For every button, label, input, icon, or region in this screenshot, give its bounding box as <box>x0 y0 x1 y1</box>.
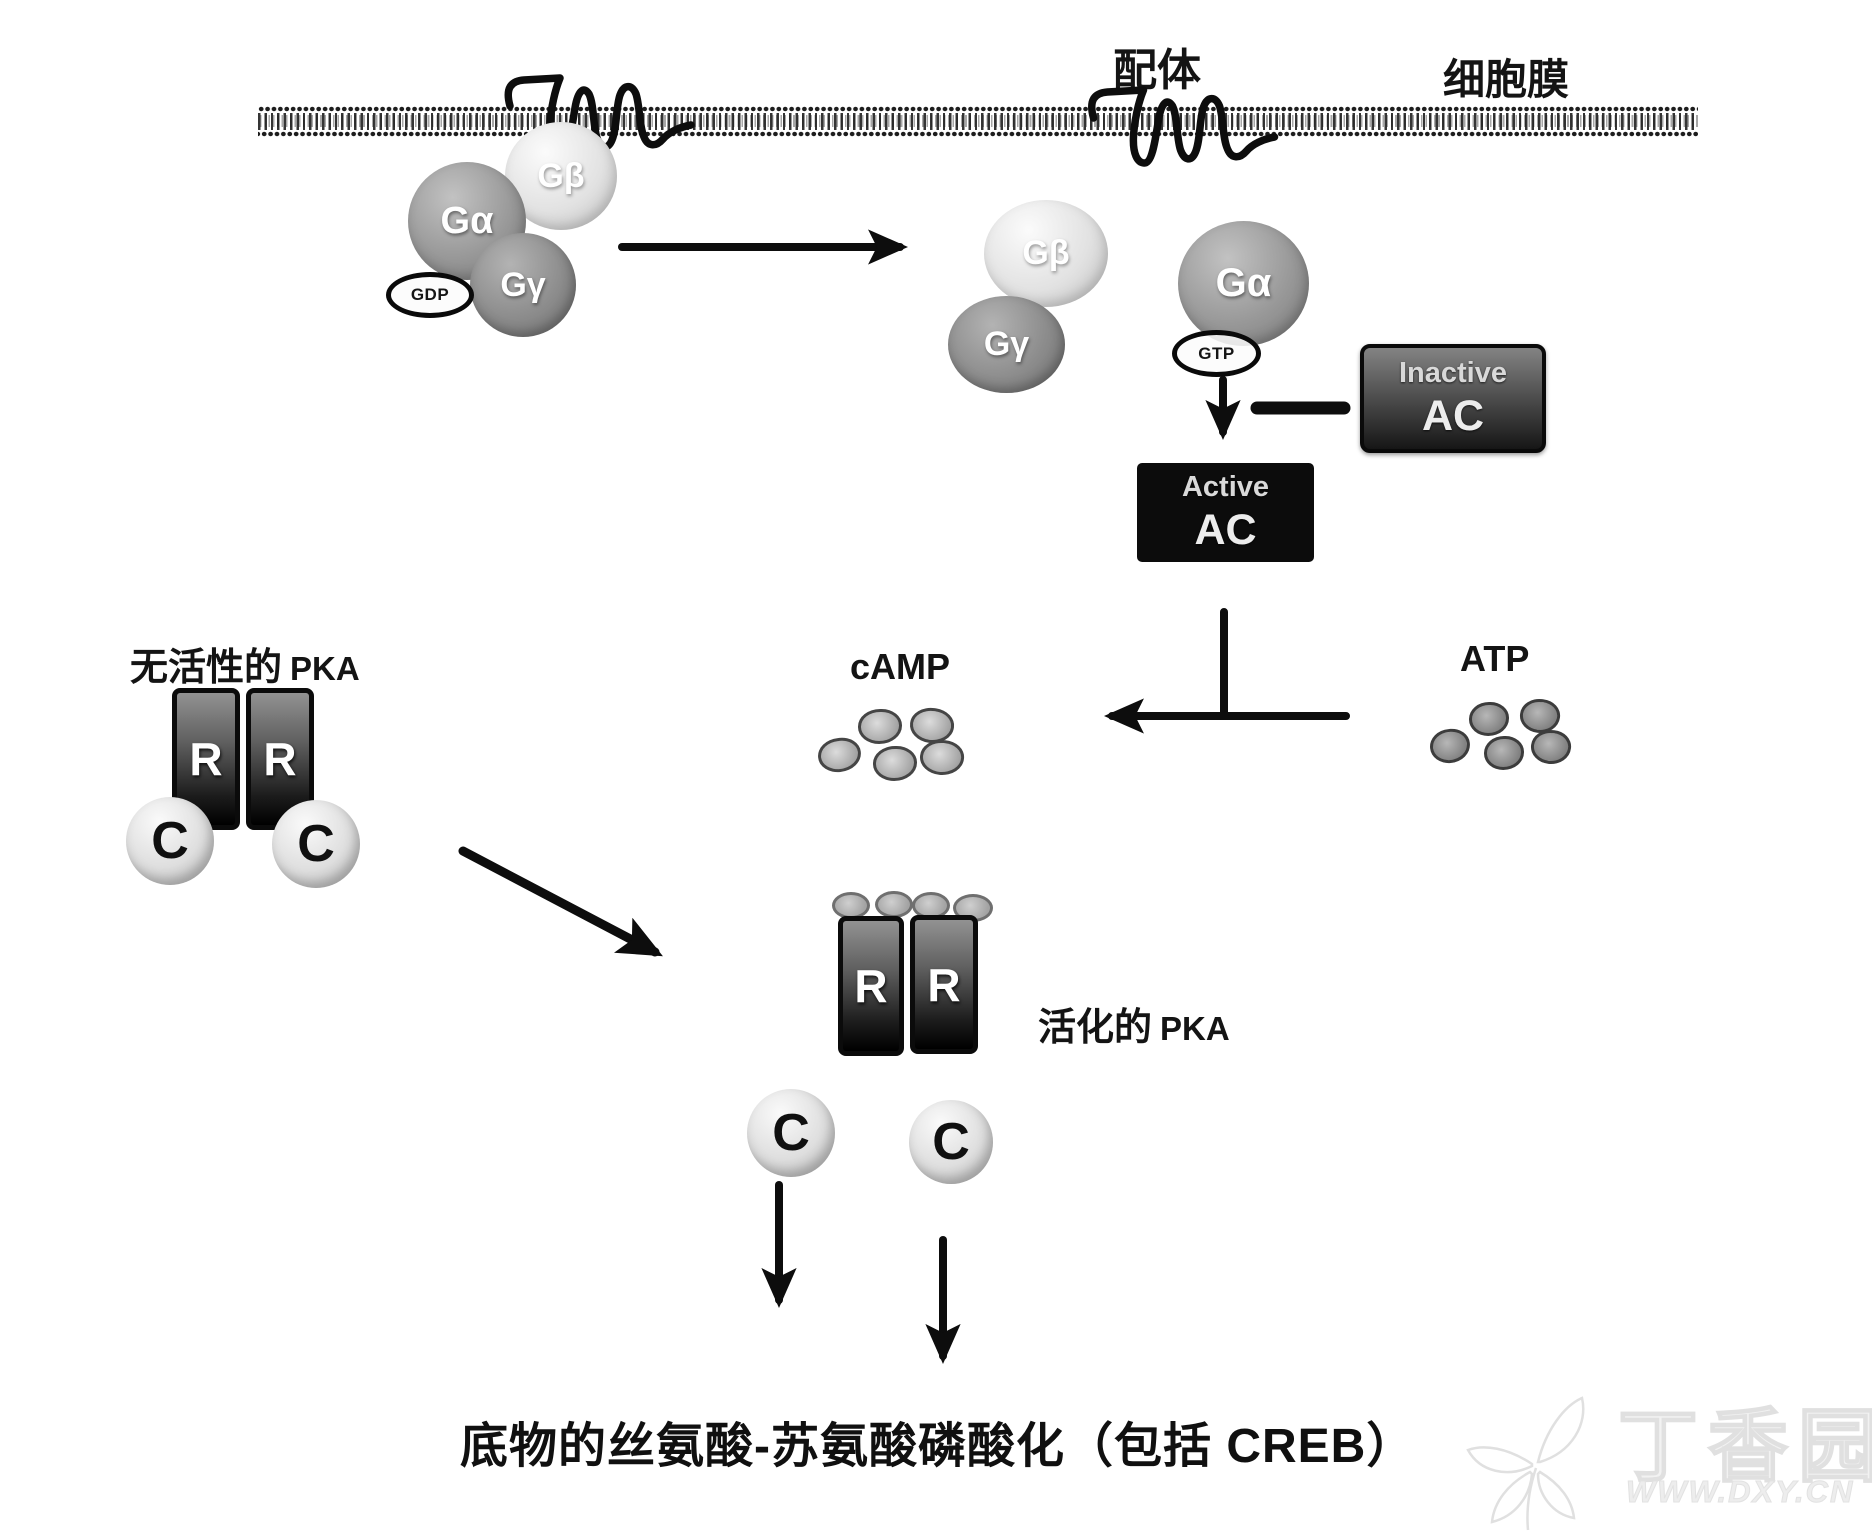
r-label: R <box>854 960 888 1012</box>
g-gamma-subunit-trimer: Gγ <box>470 233 576 337</box>
inactive-ac-state-label: Inactive <box>1399 356 1507 389</box>
c-label: C <box>151 812 189 870</box>
gtp-pill: GTP <box>1172 330 1261 377</box>
camp-molecule-icon <box>918 738 966 777</box>
cell-membrane-label: 细胞膜 <box>1443 56 1570 103</box>
gtp-label: GTP <box>1198 343 1235 363</box>
g-beta-subunit-free: Gβ <box>984 200 1108 307</box>
g-beta-label: Gβ <box>1022 234 1070 272</box>
camp-molecule-icon <box>873 746 917 781</box>
g-gamma-subunit-free: Gγ <box>948 296 1065 393</box>
r-label: R <box>927 958 961 1011</box>
pka-r-subunit-active-left: R <box>838 916 904 1056</box>
pka-c-subunit-inactive-right: C <box>272 800 360 888</box>
pka-r-subunit-active-right: R <box>910 915 978 1054</box>
pka-c-subunit-inactive-left: C <box>126 797 214 885</box>
camp-molecule-icon <box>816 735 863 775</box>
dxy-flower-logo-icon <box>1466 1396 1585 1531</box>
gdp-label: GDP <box>410 285 450 304</box>
camp-molecule-icon <box>907 705 957 746</box>
gdp-pill: GDP <box>386 272 474 318</box>
camp-molecule-icon <box>858 709 902 744</box>
c-label: C <box>932 1113 970 1171</box>
atp-molecule-icon <box>1529 728 1573 766</box>
inactive-ac-box: Inactive AC <box>1360 344 1546 453</box>
substrate-phosphorylation-text: 底物的丝氨酸-苏氨酸磷酸化（包括 CREB） <box>460 1420 1416 1473</box>
c-label: C <box>297 815 335 873</box>
g-alpha-label: Gα <box>440 199 494 242</box>
arrow-pka-activation <box>458 846 663 957</box>
atp-molecule-icon <box>1469 702 1509 736</box>
camp-bound-icon <box>912 892 950 919</box>
watermark-site: WWW.DXY.CN <box>1625 1474 1855 1510</box>
cell-membrane-band <box>258 106 1698 137</box>
active-ac-state-label: Active <box>1181 470 1270 503</box>
active-ac-name-label: AC <box>1194 505 1257 554</box>
active-pka-en-text: PKA <box>1160 1010 1230 1047</box>
active-ac-box: Active AC <box>1137 463 1314 562</box>
arrow-ac-to-camp <box>1112 608 1350 716</box>
inactive-pka-en-text: PKA <box>290 650 360 687</box>
atp-molecule-icon <box>1428 727 1472 765</box>
g-gamma-label: Gγ <box>983 325 1030 363</box>
atp-molecule-icon <box>1484 736 1524 770</box>
pka-c-subunit-free-left: C <box>747 1089 835 1177</box>
g-alpha-subunit-free: Gα <box>1178 221 1309 346</box>
camp-label: cAMP <box>850 646 951 687</box>
atp-label: ATP <box>1460 638 1530 679</box>
inactive-pka-cn-text: 无活性的 <box>130 647 283 689</box>
inactive-ac-name-label: AC <box>1421 391 1485 440</box>
g-alpha-label: Gα <box>1215 261 1272 305</box>
watermark-brand: 丁香园 <box>1617 1401 1872 1492</box>
ligand-label: 配体 <box>1113 46 1201 95</box>
camp-bound-icon <box>832 892 870 919</box>
c-label: C <box>772 1104 810 1162</box>
g-gamma-label: Gγ <box>500 265 546 304</box>
camp-bound-icon <box>875 891 913 918</box>
active-pka-cn-text: 活化的 <box>1038 1007 1153 1049</box>
r-label: R <box>189 733 223 785</box>
pka-c-subunit-free-right: C <box>909 1100 993 1184</box>
g-beta-label: Gβ <box>537 156 585 195</box>
r-label: R <box>263 733 297 785</box>
receptor-squiggle-right-icon <box>1088 86 1279 167</box>
